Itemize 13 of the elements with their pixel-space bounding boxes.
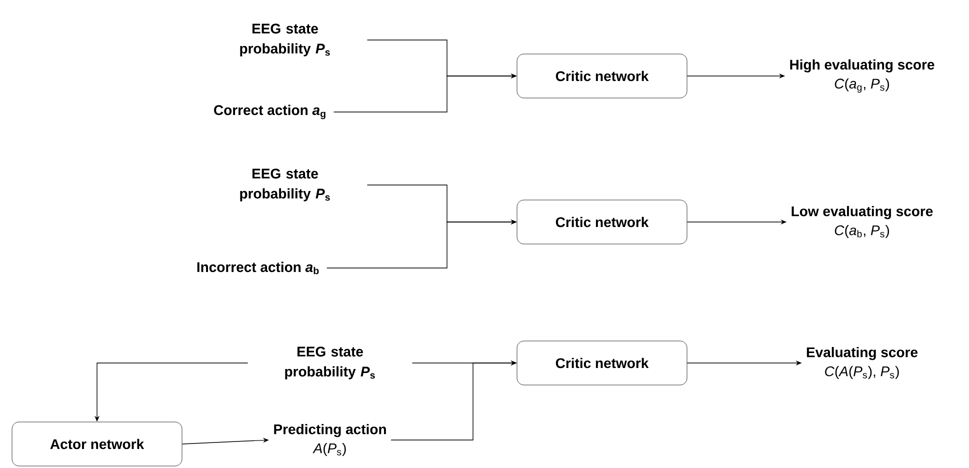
input-label: EEG state probability P$_{s}$ xyxy=(240,24,330,56)
process-box: Critic network xyxy=(516,340,688,386)
process-box: Critic network xyxy=(516,54,688,98)
input-label: EEG state probability P$_{s}$ xyxy=(285,346,375,380)
input-label: Correct action a$_{g}$ xyxy=(214,104,326,120)
input-label: EEG state probability P$_{s}$ xyxy=(240,168,330,202)
process-box: Critic network xyxy=(516,200,688,244)
output-label: Low evaluating score C(a$_{b}$, P$_{s}$) xyxy=(792,206,933,238)
output-label: Evaluating score C(A(P$_{s}$), P$_{s}$) xyxy=(806,346,918,380)
output-label: High evaluating score C(a$_{g}$, P$_{s}$) xyxy=(790,59,934,93)
process-box: Actor network xyxy=(12,422,182,466)
output-label: Predicting action A(P$_{s}$) xyxy=(274,424,386,456)
input-label: Incorrect action a$_{b}$ xyxy=(197,262,319,274)
